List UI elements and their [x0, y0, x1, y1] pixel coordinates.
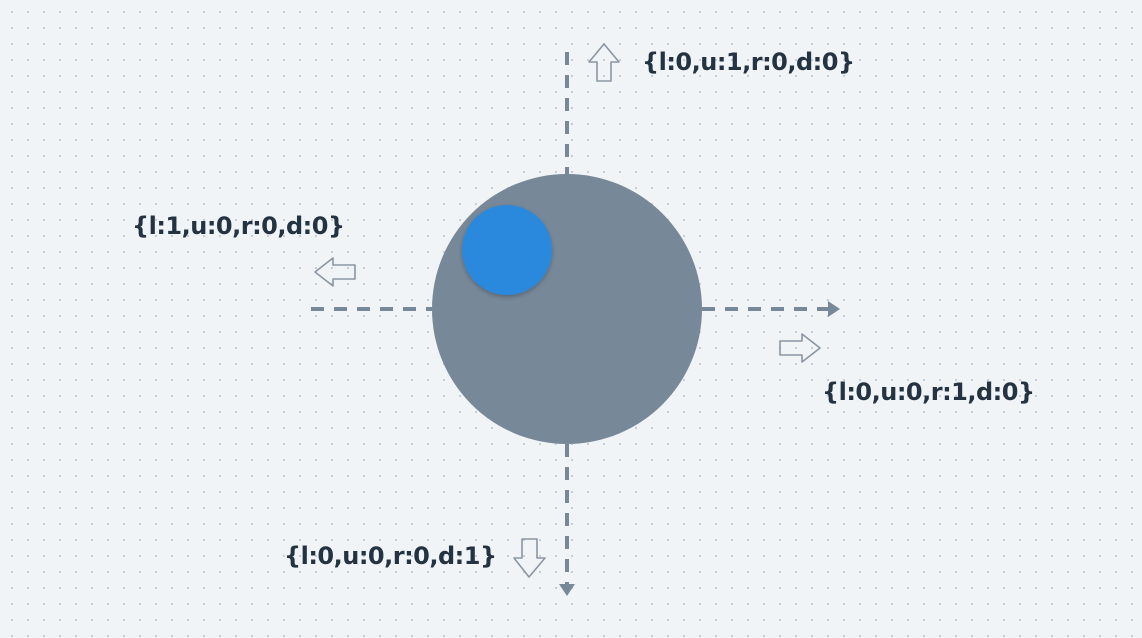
label-left: {l:1,u:0,r:0,d:0}	[132, 212, 345, 240]
axis-right-arrowhead	[828, 301, 840, 317]
left-arrow-icon	[314, 257, 356, 287]
axis-down-arrowhead	[559, 584, 575, 596]
label-down: {l:0,u:0,r:0,d:1}	[284, 542, 497, 570]
joystick-base	[432, 174, 702, 444]
right-arrow-icon	[779, 333, 821, 363]
down-arrow-icon	[513, 538, 546, 578]
up-arrow-icon	[588, 43, 620, 82]
label-up: {l:0,u:1,r:0,d:0}	[642, 48, 855, 76]
joystick-knob[interactable]	[462, 205, 552, 295]
label-right: {l:0,u:0,r:1,d:0}	[822, 378, 1035, 406]
